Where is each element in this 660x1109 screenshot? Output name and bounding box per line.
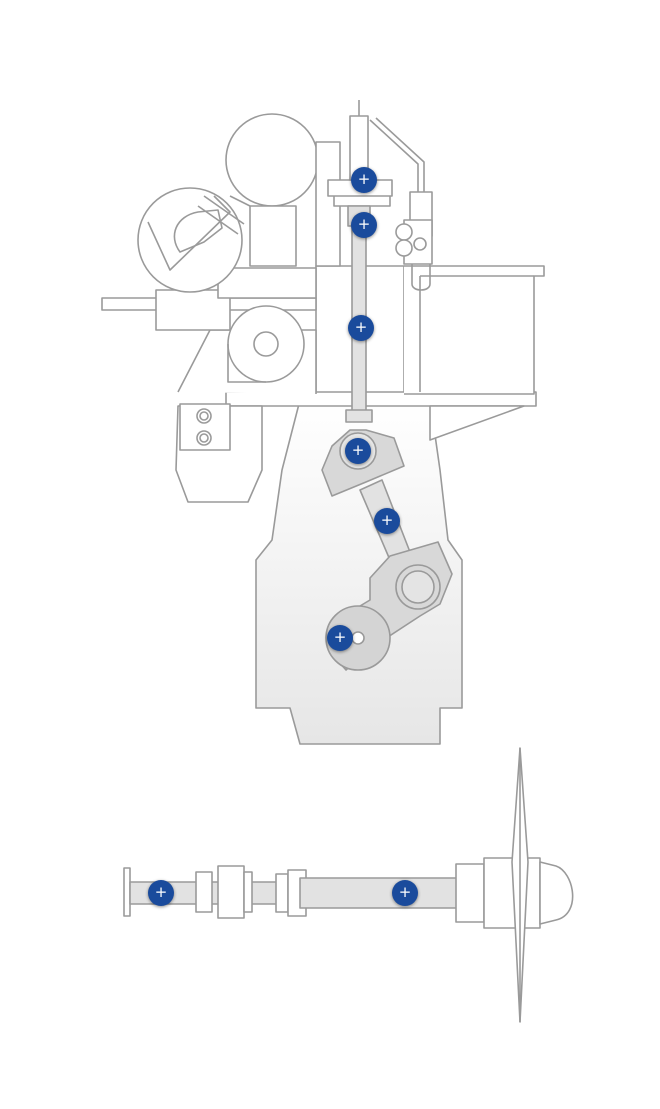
hotspot-propeller-shaft[interactable]: + (392, 880, 418, 906)
hotspot-exhaust-valve[interactable]: + (351, 167, 377, 193)
hotspot-crankshaft[interactable]: + (327, 625, 353, 651)
hotspot-piston-rod[interactable]: + (348, 315, 374, 341)
platform (404, 265, 545, 395)
plus-icon: + (333, 628, 347, 646)
turbocharger (225, 113, 319, 207)
plus-icon: + (354, 318, 368, 336)
hotspot-intermediate-shaft[interactable]: + (148, 880, 174, 906)
plus-icon: + (357, 170, 371, 188)
plus-icon: + (357, 215, 371, 233)
plus-icon: + (154, 883, 168, 901)
crankcase (255, 399, 463, 745)
plus-icon: + (380, 511, 394, 529)
hotspot-connecting-rod[interactable]: + (374, 508, 400, 534)
air-cooler (227, 305, 305, 383)
propeller-hub (539, 861, 574, 925)
plus-icon: + (351, 441, 365, 459)
plus-icon: + (398, 883, 412, 901)
hotspot-crosshead[interactable]: + (345, 438, 371, 464)
thrust-flange (123, 867, 131, 917)
hotspot-cylinder-cover[interactable]: + (351, 212, 377, 238)
column-frame (225, 391, 537, 407)
